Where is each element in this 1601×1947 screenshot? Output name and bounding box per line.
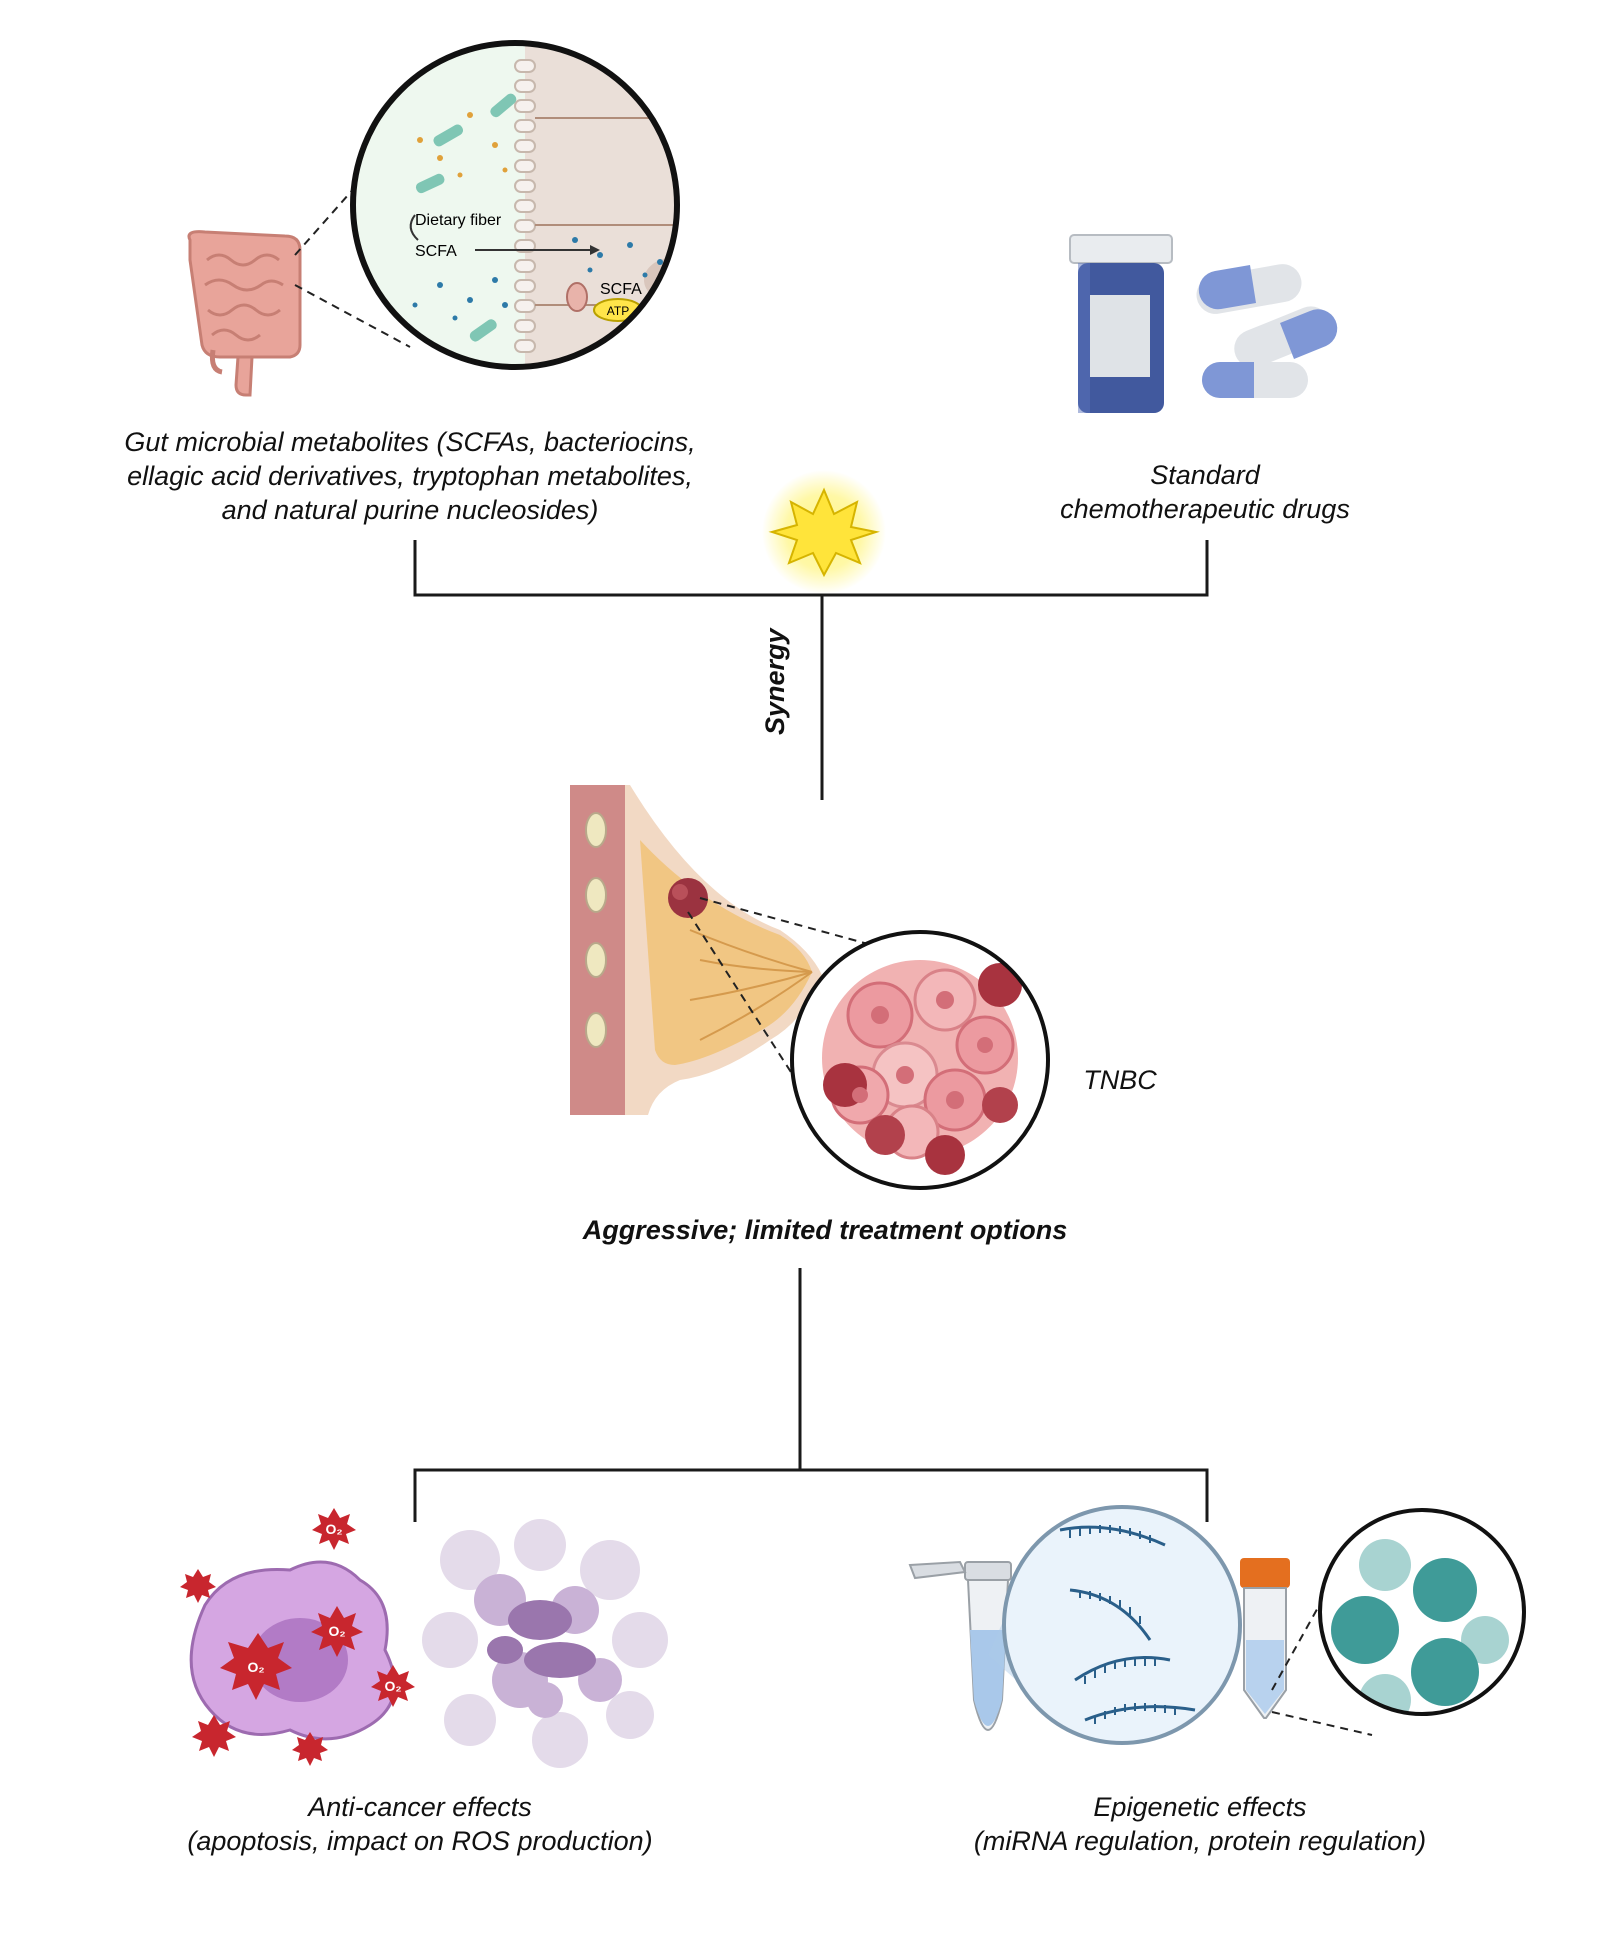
- anticancer-caption: Anti-cancer effects (apoptosis, impact o…: [150, 1790, 690, 1858]
- capsule-icon: [1202, 362, 1308, 398]
- gut-metabolites-caption: Gut microbial metabolites (SCFAs, bacter…: [90, 425, 730, 527]
- chemo-caption-line: chemotherapeutic drugs: [1060, 494, 1350, 524]
- scfa-label-right: SCFA: [600, 281, 642, 298]
- epigenetic-caption: Epigenetic effects (miRNA regulation, pr…: [930, 1790, 1470, 1858]
- chemo-caption-line: Standard: [1150, 460, 1260, 490]
- ros-burst-icon: [180, 1508, 415, 1766]
- epigenetic-caption-line: (miRNA regulation, protein regulation): [973, 1826, 1427, 1856]
- anticancer-caption-line: (apoptosis, impact on ROS production): [187, 1826, 653, 1856]
- tnbc-caption: Aggressive; limited treatment options: [582, 1215, 1068, 1245]
- protein-zoom-line: [1271, 1594, 1326, 1691]
- tnbc-tumor-inset: [790, 930, 1050, 1190]
- chemotherapy-caption: Standard chemotherapeutic drugs: [1010, 458, 1400, 526]
- microcentrifuge-tube-icon: [908, 1560, 1012, 1732]
- capsule-icon: [1234, 306, 1338, 368]
- gut-caption-line: and natural purine nucleosides): [221, 495, 599, 525]
- dietary-fiber-label: Dietary fiber: [415, 212, 502, 229]
- gut-caption-line: Gut microbial metabolites (SCFAs, bacter…: [124, 427, 696, 457]
- bottom-bracket: [413, 1268, 1209, 1522]
- protein-zoom-line: [1271, 1711, 1373, 1736]
- atp-label: ATP: [607, 304, 629, 318]
- gut-zoom-line: [294, 284, 411, 348]
- breast-anatomy-illustration: [570, 785, 822, 1115]
- ros-labels: O₂ O₂ O₂ O₂: [247, 1521, 401, 1694]
- synergy-label: Synergy: [760, 628, 790, 735]
- mirna-inset: [1002, 1505, 1242, 1745]
- gut-zoom-line: [294, 167, 373, 256]
- ros-cell-illustration: [189, 1560, 397, 1741]
- tnbc-label: TNBC: [1083, 1065, 1157, 1095]
- gut-lumen-inset: Dietary fiber SCFA SCFA ATP: [350, 40, 680, 370]
- pill-bottle-icon: [1069, 234, 1173, 413]
- falcon-tube-icon: [1240, 1558, 1290, 1719]
- intestine-icon: [187, 230, 302, 397]
- ros-label: O₂: [325, 1521, 342, 1537]
- epigenetic-caption-line: Epigenetic effects: [1093, 1792, 1307, 1822]
- gut-caption-line: ellagic acid derivatives, tryptophan met…: [127, 461, 693, 491]
- scfa-label-left: SCFA: [415, 243, 457, 260]
- protein-inset: [1318, 1508, 1526, 1716]
- ros-label: O₂: [247, 1659, 264, 1675]
- ros-label: O₂: [384, 1678, 401, 1694]
- anticancer-caption-line: Anti-cancer effects: [308, 1792, 532, 1822]
- apoptotic-bodies-illustration: [422, 1519, 668, 1768]
- ros-label: O₂: [328, 1623, 345, 1639]
- synergy-sun-icon: [762, 470, 886, 594]
- capsule-icon: [1196, 264, 1302, 314]
- top-bracket: [413, 540, 1209, 800]
